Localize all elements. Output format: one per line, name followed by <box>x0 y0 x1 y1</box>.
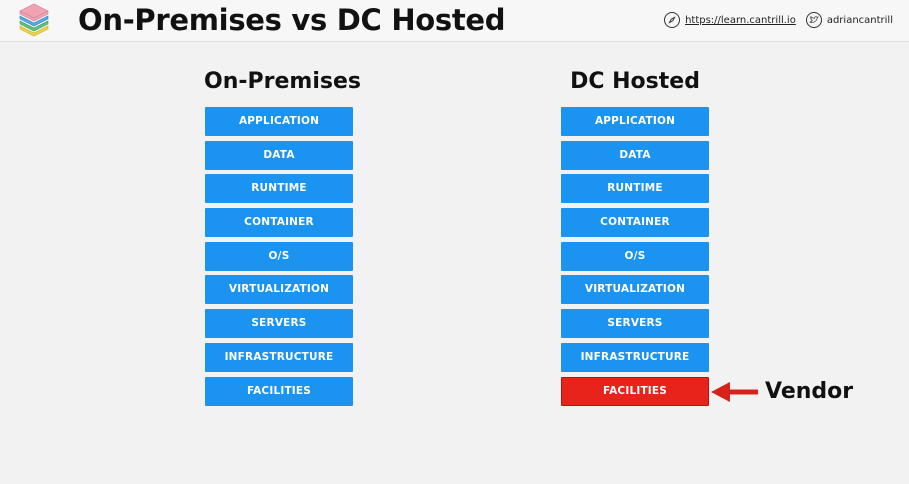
stacked-layers-logo <box>19 3 49 37</box>
layer-facilities-vendor: FACILITIES <box>561 376 709 406</box>
dc-hosted-heading: DC Hosted <box>570 69 700 94</box>
vendor-arrow-icon <box>711 382 758 402</box>
layer-infrastructure: INFRASTRUCTURE <box>561 342 709 372</box>
layer-container: CONTAINER <box>561 208 709 238</box>
layer-virtualization: VIRTUALIZATION <box>205 275 353 305</box>
twitter-bird-icon <box>805 12 822 28</box>
twitter-link[interactable]: adriancantrill <box>805 12 893 28</box>
page-title: On-Premises vs DC Hosted <box>78 3 506 37</box>
layer-virtualization: VIRTUALIZATION <box>561 275 709 305</box>
safari-compass-icon <box>664 12 681 28</box>
layer-infrastructure: INFRASTRUCTURE <box>205 342 353 372</box>
dc-hosted-stack: DC Hosted APPLICATION DATA RUNTIME CONTA… <box>560 66 710 410</box>
layer-servers: SERVERS <box>561 309 709 339</box>
layer-container: CONTAINER <box>205 208 353 238</box>
layer-facilities: FACILITIES <box>205 376 353 406</box>
header-links: https://learn.cantrill.io adriancantrill <box>664 9 893 31</box>
layer-servers: SERVERS <box>205 309 353 339</box>
vendor-label: Vendor <box>765 379 854 404</box>
layer-os: O/S <box>205 241 353 271</box>
layer-os: O/S <box>561 241 709 271</box>
header-bar: On-Premises vs DC Hosted https://learn.c… <box>0 0 909 42</box>
layer-runtime: RUNTIME <box>561 174 709 204</box>
website-url[interactable]: https://learn.cantrill.io <box>685 14 796 26</box>
layer-data: DATA <box>561 140 709 170</box>
layer-application: APPLICATION <box>561 107 709 136</box>
on-premises-stack: On-Premises APPLICATION DATA RUNTIME CON… <box>204 66 361 410</box>
website-link[interactable]: https://learn.cantrill.io <box>664 12 796 28</box>
twitter-handle[interactable]: adriancantrill <box>826 14 893 26</box>
layer-runtime: RUNTIME <box>205 174 353 204</box>
layer-data: DATA <box>205 140 353 170</box>
on-premises-heading: On-Premises <box>204 69 361 94</box>
layer-application: APPLICATION <box>205 107 353 136</box>
